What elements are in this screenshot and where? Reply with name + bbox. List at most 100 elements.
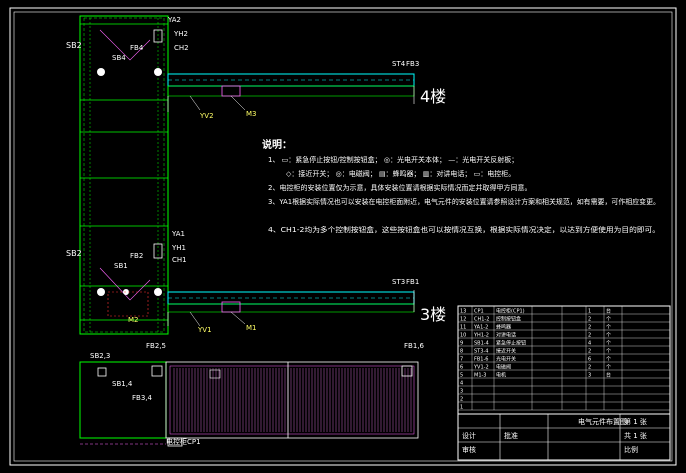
title-block-sheet: 第 1 张 [624, 417, 647, 426]
label-sb2-mid: SB2 [66, 249, 82, 258]
label-st3: ST3 [392, 278, 405, 286]
table-cell: 个 [606, 357, 611, 363]
table-cell: 个 [606, 341, 611, 347]
label-yv1: YV1 [197, 326, 212, 334]
table-cell: 1 [460, 405, 463, 411]
label-fb4: FB4 [130, 44, 144, 52]
label-yh2: YH2 [173, 30, 188, 38]
cabinet-icon [167, 437, 183, 447]
label-fb3-4: FB3,4 [132, 394, 153, 402]
fb1-6-box-icon [401, 365, 413, 377]
inner-frame [13, 11, 673, 462]
ch2-box-icon [153, 29, 163, 43]
table-cell: 6 [588, 357, 591, 363]
table-cell: 2 [588, 349, 591, 355]
table-cell: 7 [460, 357, 463, 363]
table-cell: YA1-2 [473, 325, 488, 331]
table-cell: YH1-2 [473, 333, 489, 339]
label-ch2: CH2 [174, 44, 189, 52]
fb4-sensor-icon [154, 68, 162, 76]
table-cell: CH1-2 [474, 317, 489, 323]
notes-line-5: 4、CH1-2均为多个控制按钮盒，这些按钮盒也可以按情况互换，根据实际情况决定，… [268, 225, 660, 234]
m3-motor-icon [221, 85, 241, 97]
table-cell: 紧急停止按钮 [496, 340, 526, 347]
sb2-lower-button-icon [97, 288, 105, 296]
plan-view [79, 361, 419, 447]
label-yv2: YV2 [199, 112, 214, 120]
table-cell: CP1 [474, 309, 484, 315]
title-block-designed: 设计 [462, 431, 476, 440]
label-cabinet: 电控柜CP1 [166, 437, 201, 446]
label-ya1: YA1 [171, 230, 185, 238]
notes-block: 说明： 1、 ▭：紧急停止按钮/控制按钮盒； ◎：光电开关本体； —：光电开关反… [262, 138, 660, 234]
label-sb2-top: SB2 [66, 41, 82, 50]
label-m2: M2 [128, 316, 139, 324]
table-cell: YV1-2 [473, 365, 489, 371]
label-sb4: SB4 [112, 54, 126, 62]
table-cell: SB1-4 [474, 341, 489, 347]
table-cell: 光电开关 [496, 356, 516, 363]
table-cell: 5 [460, 373, 463, 379]
table-cell: 控制按钮盒 [496, 316, 521, 323]
table-cell: 8 [460, 349, 463, 355]
title-block-drawing-title: 电气元件布置图 [578, 417, 627, 426]
title-block: 电气元件布置图 设计 审核 批准 第 1 张 共 1 张 比例 [457, 413, 671, 461]
table-cell: 个 [606, 365, 611, 371]
table-cell: 2 [588, 325, 591, 331]
ch1-box-icon [153, 243, 163, 259]
sb2-button-icon [97, 68, 105, 76]
table-cell: 12 [460, 317, 466, 323]
table-cell: 个 [606, 349, 611, 355]
table-cell: FB1-6 [474, 357, 488, 363]
label-m3: M3 [246, 110, 257, 118]
fb2-5-box-icon [151, 365, 163, 377]
sb2-3-box-icon [97, 367, 107, 377]
table-cell: 台 [606, 308, 611, 315]
table-cell: 电机 [496, 372, 506, 379]
table-cell: 13 [460, 309, 466, 315]
table-cell: M1-3 [474, 373, 486, 379]
label-ch1: CH1 [172, 256, 187, 264]
table-cell: 电磁阀 [496, 364, 511, 371]
table-cell: 个 [606, 317, 611, 323]
table-cell: 2 [588, 365, 591, 371]
table-cell: ST3-4 [474, 349, 488, 355]
label-fb2: FB2 [130, 252, 143, 260]
label-fb2-5: FB2,5 [146, 342, 166, 350]
table-cell: 电控柜(CP1) [496, 308, 525, 315]
floor-label-4: 4楼 [420, 87, 446, 106]
label-fb1: FB1 [406, 278, 419, 286]
table-cell: 个 [606, 325, 611, 331]
fb2-sensor-icon [154, 288, 162, 296]
notes-line-4: 3、YA1根据实际情况也可以安装在电控柜面附近，电气元件的安装位置请参照设计方案… [268, 197, 660, 206]
title-block-total: 共 1 张 [624, 431, 647, 440]
outer-frame [9, 7, 677, 466]
label-sb1: SB1 [114, 262, 128, 270]
table-cell: 2 [460, 397, 463, 403]
table-cell: 4 [460, 381, 463, 387]
roller-hatch [173, 368, 412, 432]
table-cell: 3 [460, 389, 463, 395]
label-sb2-3: SB2,3 [90, 352, 110, 360]
notes-line-3: 2、电控柜的安装位置仅为示意，具体安装位置请根据实际情况而定并取得甲方同意。 [268, 183, 531, 192]
label-fb3-top: FB3 [406, 60, 419, 68]
label-fb1-6: FB1,6 [404, 342, 425, 350]
label-m1: M1 [246, 324, 257, 332]
lower-conveyor [167, 290, 415, 327]
table-cell: 6 [460, 365, 463, 371]
table-cell: 4 [588, 341, 591, 347]
table-cell: 11 [460, 325, 466, 331]
label-st4: ST4 [392, 60, 406, 68]
component-labels: SB2 SB4 FB4 CH2 YH2 YA2 ST4 FB3 YV2 M3 S… [66, 16, 446, 446]
label-yh1: YH1 [171, 244, 186, 252]
table-cell: 9 [460, 341, 463, 347]
upper-conveyor [167, 73, 415, 112]
table-cell: 台 [606, 372, 611, 379]
label-sb1-4: SB1,4 [112, 380, 133, 388]
table-cell: 2 [588, 317, 591, 323]
lift-tower [79, 15, 169, 335]
table-cell: 对讲电话 [496, 332, 516, 339]
title-block-checked: 审核 [462, 445, 476, 454]
